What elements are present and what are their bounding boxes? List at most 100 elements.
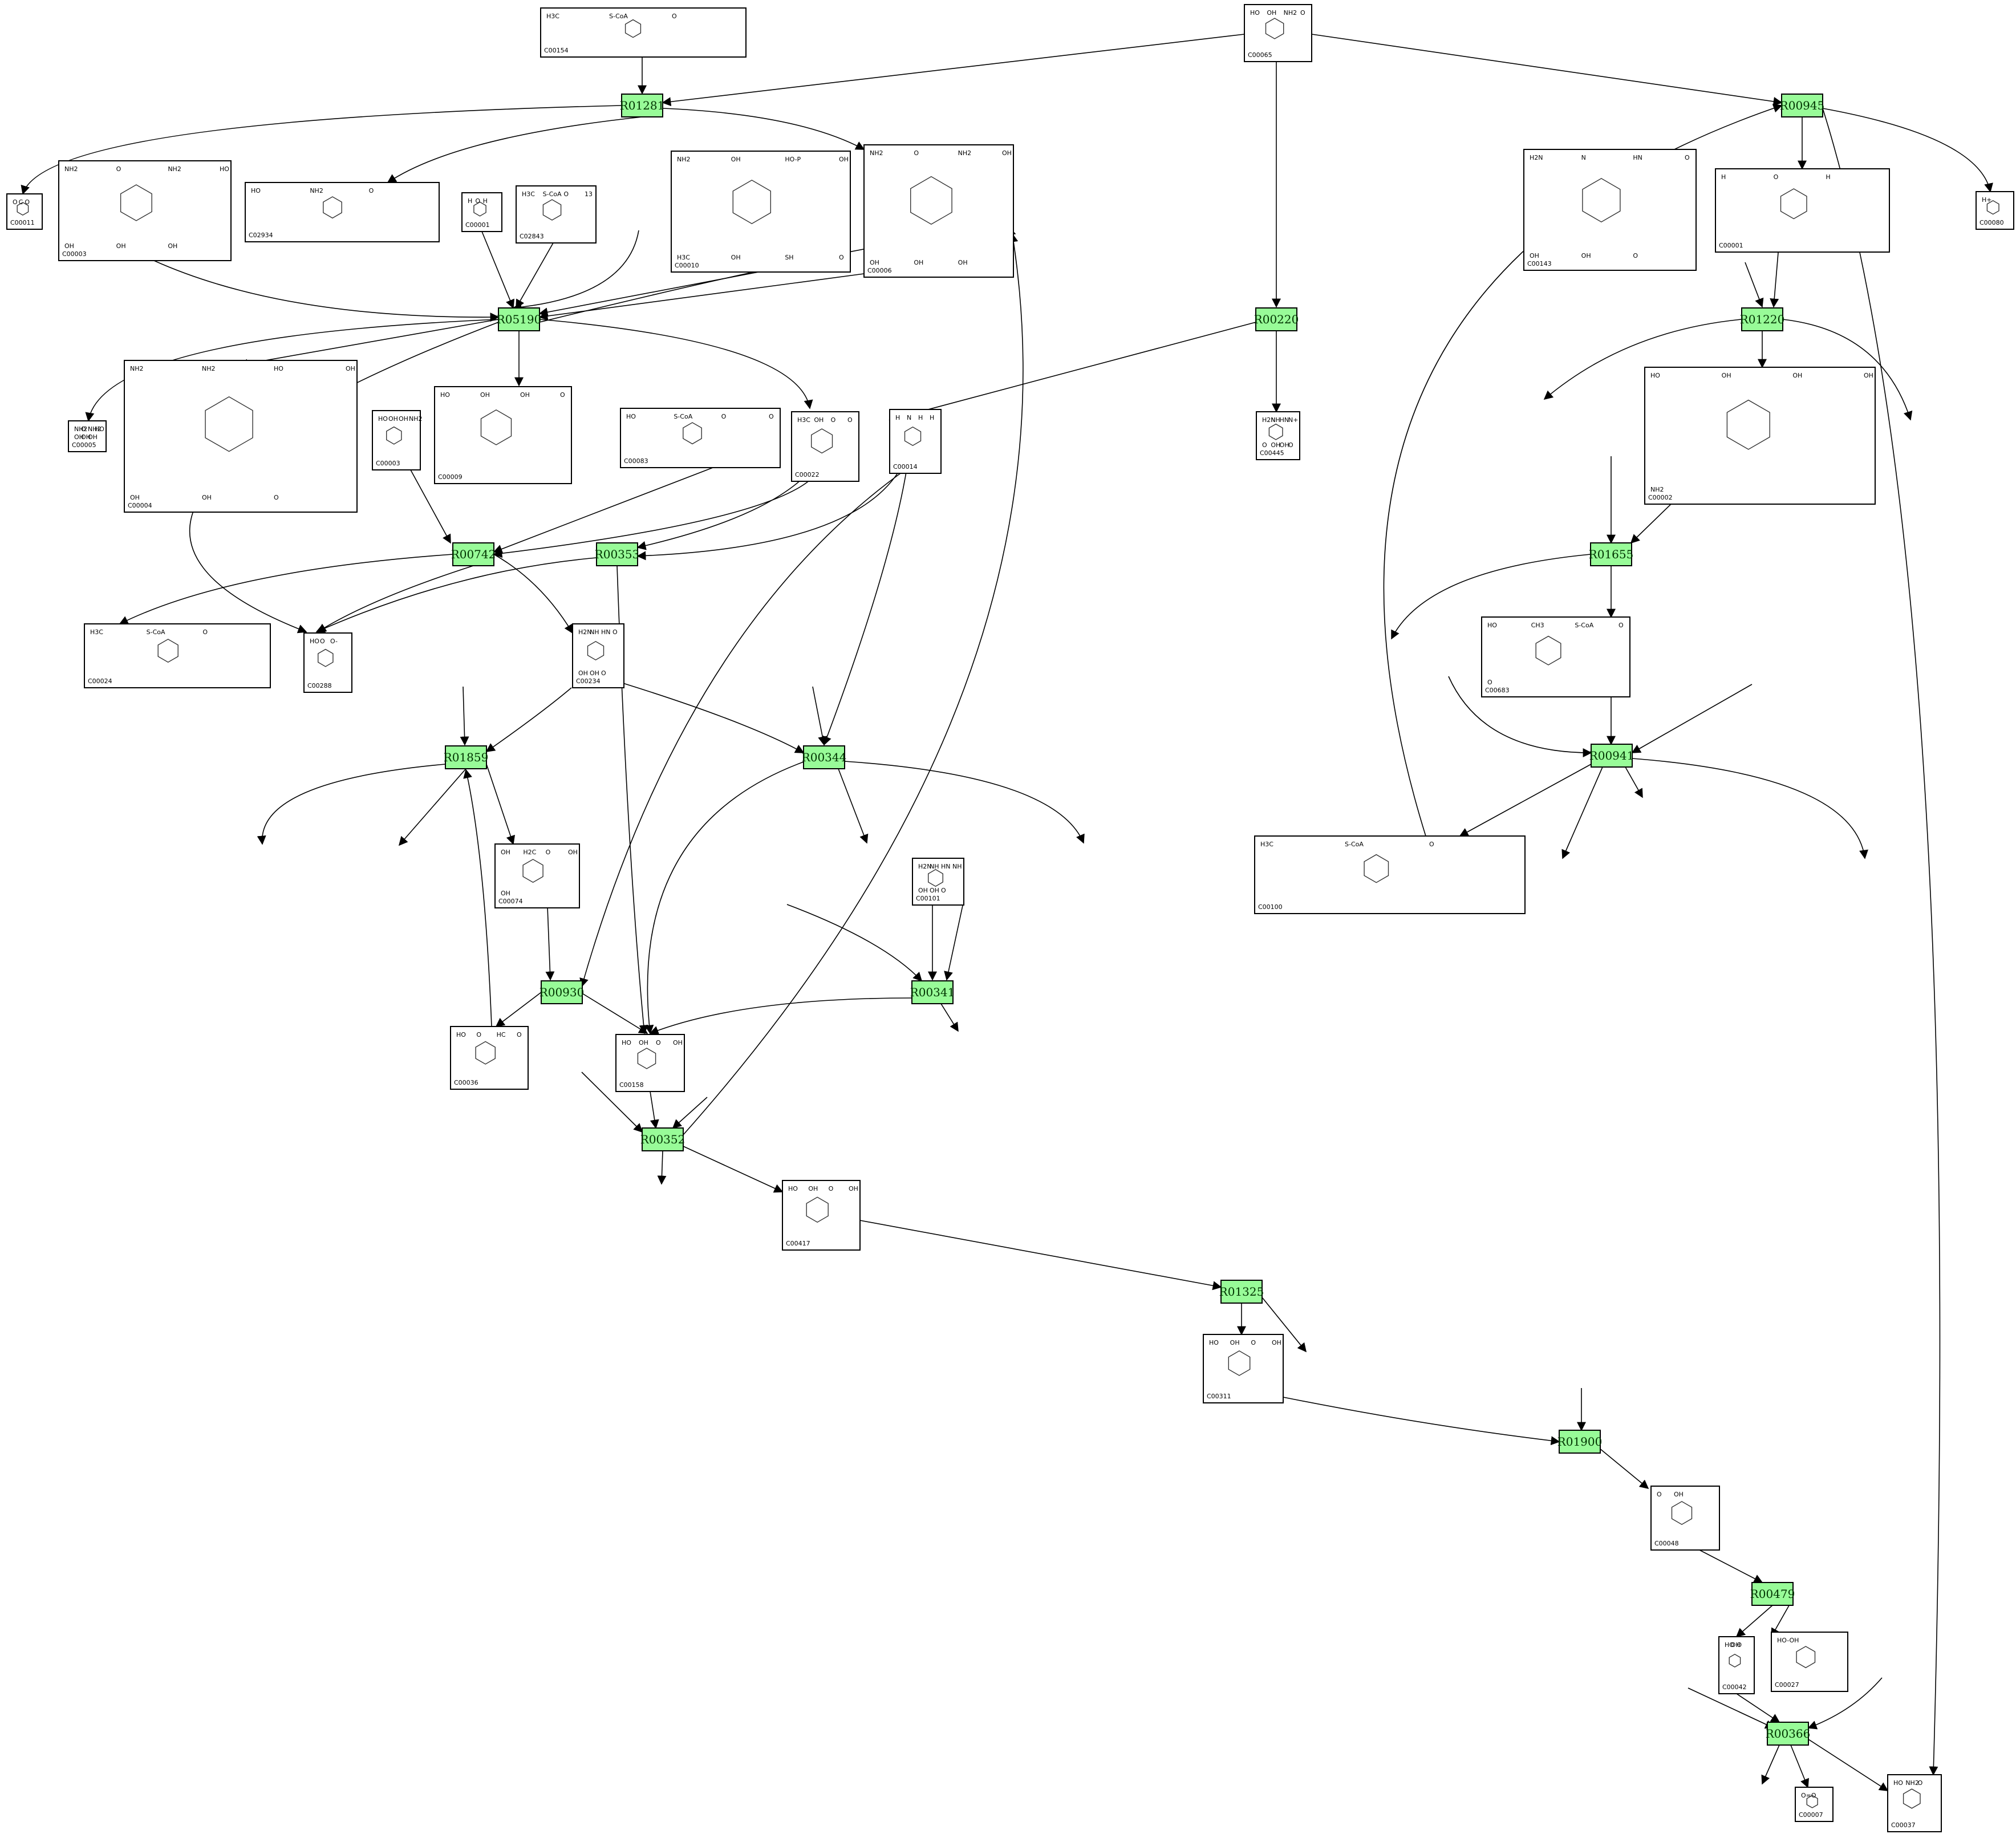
- reaction-label: R00352: [640, 1133, 685, 1146]
- reaction-R01655[interactable]: R01655: [1589, 542, 1634, 566]
- atom-label: OH: [74, 433, 84, 441]
- atom-label: OH: [1792, 372, 1802, 379]
- atom-label: OH: [399, 415, 408, 423]
- atom-label: OH: [1581, 252, 1591, 259]
- structure-ring: [475, 1041, 496, 1065]
- edge: [644, 761, 804, 1034]
- reaction-R00930[interactable]: R00930: [540, 980, 585, 1004]
- edge: [662, 34, 1245, 107]
- atom-label: O: [13, 198, 18, 206]
- atom-label: O: [656, 1039, 661, 1046]
- atom-label: O: [1774, 173, 1779, 181]
- atom-label: H2C: [523, 849, 536, 856]
- reaction-R01281[interactable]: R01281: [620, 94, 665, 117]
- compound-id-label: C00003: [62, 250, 87, 258]
- atom-label: OH: [202, 494, 212, 501]
- compound-id-label: C00143: [1527, 260, 1552, 267]
- atom-label: O: [475, 197, 480, 205]
- atom-label: H3C: [522, 190, 535, 198]
- atom-label: H3C: [1260, 841, 1273, 848]
- reaction-R00941[interactable]: R00941: [1589, 744, 1634, 768]
- reaction-R00479[interactable]: R00479: [1750, 1582, 1795, 1606]
- reaction-R01220[interactable]: R01220: [1740, 307, 1785, 331]
- reaction-R00742[interactable]: R00742: [451, 542, 496, 566]
- edge: [581, 1072, 643, 1133]
- reaction-R05190[interactable]: R05190: [497, 307, 542, 331]
- atom-label: O: [612, 628, 618, 636]
- reaction-R00341[interactable]: R00341: [910, 980, 955, 1004]
- edge: [1632, 758, 1868, 859]
- reaction-R00945[interactable]: R00945: [1780, 94, 1825, 117]
- reaction-R00366[interactable]: R00366: [1766, 1722, 1811, 1746]
- atom-label: OH: [870, 259, 879, 266]
- atom-label: OH: [849, 1185, 858, 1192]
- structure-ring: [927, 869, 944, 887]
- reaction-R00344[interactable]: R00344: [802, 745, 847, 769]
- atom-label: N: [1581, 154, 1586, 161]
- reaction-label: R05190: [497, 313, 542, 326]
- atom-label: H: [895, 414, 900, 421]
- atom-label: OH: [814, 416, 824, 424]
- reaction-R00353[interactable]: R00353: [595, 542, 640, 566]
- structure-ring: [1780, 188, 1807, 220]
- reaction-label: R00930: [540, 985, 585, 999]
- edge: [593, 673, 805, 753]
- compound-id-label: C00027: [1775, 1681, 1799, 1689]
- reaction-R01859[interactable]: R01859: [444, 745, 489, 769]
- atom-label: H: [918, 414, 923, 421]
- atom-label: HO: [1209, 1339, 1219, 1346]
- edge: [317, 565, 474, 632]
- edge: [1459, 764, 1592, 837]
- atom-label: OH: [520, 391, 530, 399]
- reaction-R01325[interactable]: R01325: [1219, 1280, 1264, 1304]
- compound-id-label: C00154: [544, 47, 569, 54]
- atom-label: O: [1487, 679, 1492, 686]
- atom-label: H2N: [1530, 154, 1543, 161]
- structure-ring: [1726, 399, 1770, 450]
- atom-label: OH: [568, 849, 578, 856]
- edge: [844, 761, 1085, 844]
- reaction-R00352[interactable]: R00352: [640, 1127, 685, 1151]
- reaction-R00220[interactable]: R00220: [1254, 307, 1299, 331]
- reaction-R01900[interactable]: R01900: [1557, 1430, 1603, 1454]
- compound-id-label: C00445: [1260, 449, 1284, 457]
- edge: [650, 1091, 659, 1129]
